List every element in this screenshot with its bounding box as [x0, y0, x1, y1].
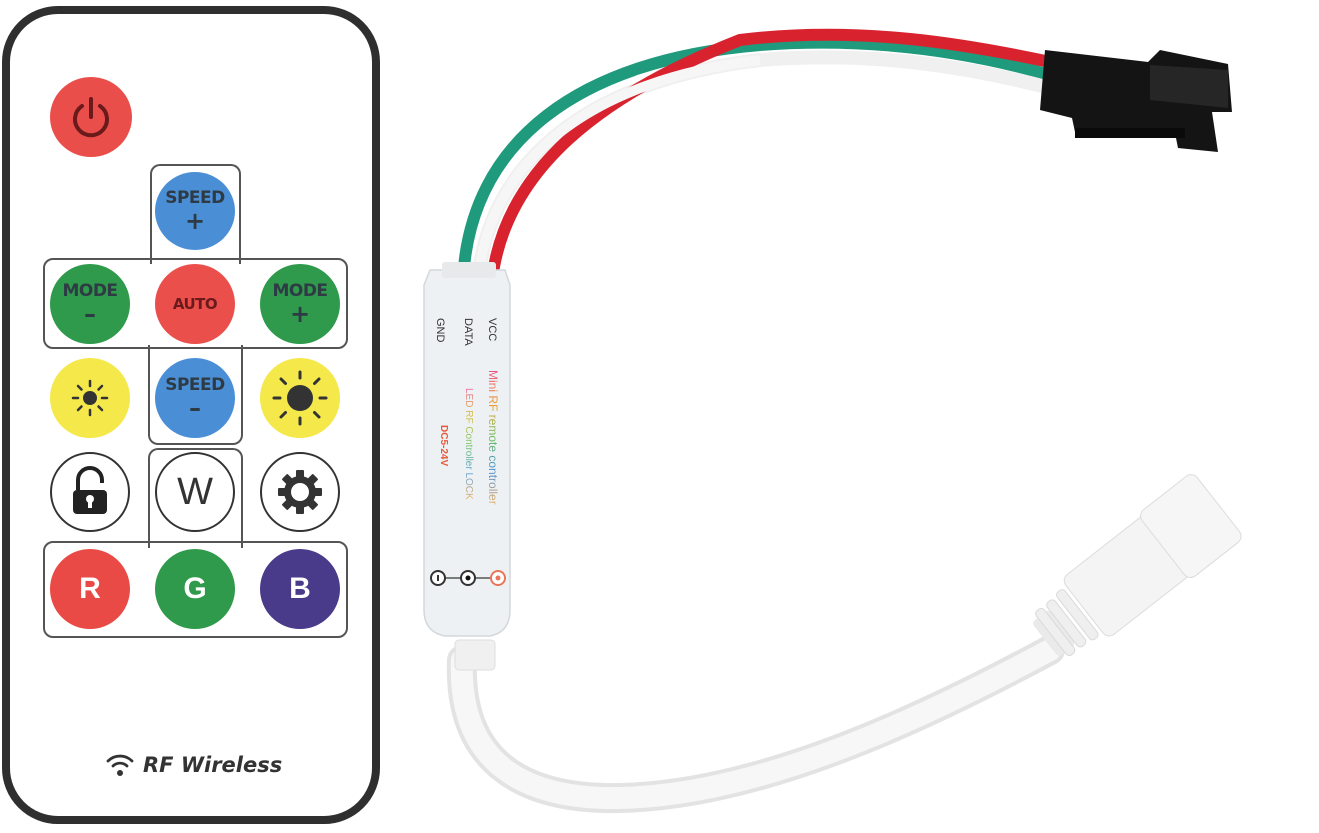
white-button[interactable]: W — [155, 452, 235, 532]
mode-minus-button[interactable]: MODE – — [50, 264, 130, 344]
voltage-label: DC5-24V — [438, 425, 449, 467]
led-controller — [423, 262, 511, 671]
mode-row-frame — [43, 258, 348, 349]
power-icon — [73, 97, 109, 138]
white-frame — [148, 448, 243, 548]
pin-label-vcc: VCC — [486, 318, 498, 342]
lock-button[interactable] — [50, 452, 130, 532]
settings-button[interactable] — [260, 452, 340, 532]
rgb-row-frame — [43, 541, 348, 638]
sun-large-icon — [272, 370, 328, 426]
red-wire — [486, 28, 1052, 281]
pin-label-data: DATA — [462, 318, 474, 346]
red-label: R — [79, 572, 101, 605]
speed-minus-button[interactable]: SPEED – — [155, 358, 235, 438]
wifi-icon — [106, 754, 134, 776]
rgb-data-wires — [457, 28, 1052, 281]
lock-icon — [73, 466, 107, 514]
speed-plus-label: SPEED — [165, 187, 225, 208]
sun-small-icon — [71, 379, 109, 417]
speed-minus-label: SPEED — [165, 374, 225, 395]
pin-label-gnd: GND — [434, 318, 446, 343]
blue-label: B — [289, 572, 311, 605]
minus-sign: – — [189, 393, 201, 422]
dc-female-plug — [1033, 474, 1242, 657]
speed-plus-button[interactable]: SPEED + — [155, 172, 235, 250]
controller-title: Mini RF remote controller — [486, 370, 500, 505]
white-wire — [471, 50, 1052, 281]
speed-plus-frame — [150, 164, 241, 264]
auto-label: AUTO — [172, 294, 218, 313]
blue-button[interactable]: B — [260, 549, 340, 629]
plus-sign: + — [184, 206, 206, 235]
brightness-down-button[interactable] — [50, 358, 130, 438]
power-button[interactable] — [50, 77, 132, 157]
rf-wireless-text: RF Wireless — [143, 753, 283, 777]
red-button[interactable]: R — [50, 549, 130, 629]
mode-minus-label: MODE — [62, 280, 118, 301]
plus-sign: + — [289, 299, 311, 328]
brightness-up-button[interactable] — [260, 358, 340, 438]
rf-wireless-label: RF Wireless — [105, 752, 282, 778]
minus-sign: – — [84, 299, 96, 328]
gear-icon — [278, 470, 322, 514]
auto-button[interactable]: AUTO — [155, 264, 235, 344]
mode-plus-label: MODE — [272, 280, 328, 301]
green-button[interactable]: G — [155, 549, 235, 629]
speed-minus-frame — [148, 345, 243, 445]
jst-connector — [1040, 50, 1232, 152]
white-label: W — [177, 471, 213, 513]
mode-plus-button[interactable]: MODE + — [260, 264, 340, 344]
green-label: G — [183, 572, 207, 605]
controller-subtitle: LED RF Controller LOCK — [463, 388, 474, 500]
